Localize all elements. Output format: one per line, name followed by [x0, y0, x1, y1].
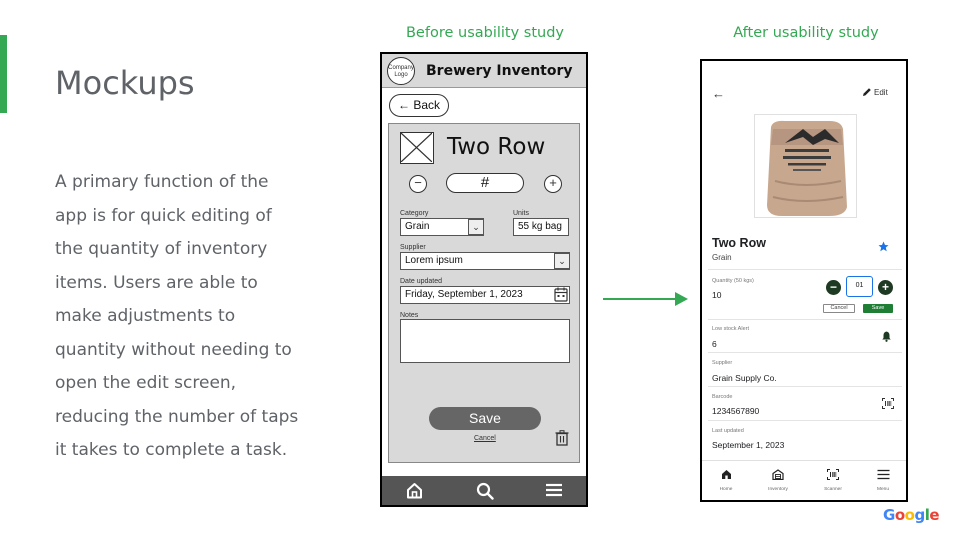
save-button[interactable]: Save	[429, 407, 541, 430]
decrement-button[interactable]: −	[409, 175, 427, 193]
low-stock-value: 6	[712, 339, 717, 349]
back-arrow-icon[interactable]: ←	[712, 86, 725, 101]
item-category: Grain	[712, 253, 732, 262]
quantity-value: 10	[712, 290, 722, 300]
company-logo: Company Logo	[387, 57, 415, 85]
quantity-input[interactable]: 01	[846, 276, 873, 297]
supplier-value: Grain Supply Co.	[712, 373, 777, 383]
wire-item-card: Two Row − # + Category Grain ⌄ Units 55 …	[388, 123, 580, 463]
notes-textarea[interactable]	[400, 319, 570, 363]
accent-bar	[0, 35, 7, 113]
supplier-value: Lorem ipsum	[405, 255, 463, 266]
wire-bottom-nav	[382, 476, 586, 505]
cancel-button[interactable]: Cancel	[823, 304, 855, 313]
category-label: Category	[400, 210, 429, 217]
home-icon[interactable]	[406, 482, 423, 499]
back-button[interactable]: ← Back	[389, 94, 450, 117]
chevron-down-icon[interactable]: ⌄	[554, 253, 570, 269]
nav-scanner-label: Scanner	[824, 487, 842, 492]
before-wireframe: Company Logo Brewery Inventory ← Back Tw…	[380, 52, 588, 507]
barcode-icon[interactable]	[882, 398, 894, 409]
save-button[interactable]: Save	[863, 304, 893, 313]
nav-inventory-label: Inventory	[768, 487, 788, 492]
calendar-icon[interactable]	[554, 287, 568, 302]
menu-icon	[877, 469, 889, 480]
nav-menu-label: Menu	[877, 487, 889, 492]
inventory-icon	[772, 469, 784, 481]
bell-icon[interactable]	[882, 331, 891, 342]
supplier-label: Supplier	[712, 360, 733, 366]
barcode-value: 1234567890	[712, 406, 760, 416]
notes-label: Notes	[400, 312, 419, 319]
menu-icon[interactable]	[545, 482, 563, 498]
quantity-label: Quantity (50 kgs)	[712, 278, 754, 284]
divider	[708, 319, 902, 320]
divider	[708, 352, 902, 353]
after-label: After usability study	[733, 25, 879, 41]
divider	[708, 386, 902, 387]
wire-item-title: Two Row	[447, 134, 546, 160]
decrement-button[interactable]: −	[826, 280, 841, 295]
bottom-nav: Home Inventory Scanner Menu	[702, 460, 906, 500]
divider	[708, 269, 902, 270]
before-label: Before usability study	[405, 25, 565, 41]
supplier-select[interactable]: Lorem ipsum	[400, 252, 570, 270]
low-stock-label: Low stock Alert	[712, 326, 749, 332]
google-logo: Google	[883, 506, 940, 524]
category-value: Grain	[405, 221, 430, 232]
nav-home[interactable]: Home	[706, 467, 746, 492]
units-label: Units	[513, 210, 529, 217]
last-updated-label: Last updated	[712, 428, 744, 434]
trash-icon[interactable]	[555, 430, 569, 446]
search-icon[interactable]	[476, 482, 494, 500]
nav-menu[interactable]: Menu	[863, 467, 903, 492]
chevron-down-icon[interactable]: ⌄	[468, 219, 484, 235]
wire-app-title: Brewery Inventory	[426, 63, 573, 79]
home-icon	[721, 470, 731, 479]
edit-label: Edit	[874, 88, 888, 97]
pencil-icon	[863, 88, 871, 96]
cancel-link[interactable]: Cancel	[474, 435, 496, 442]
slide-title: Mockups	[55, 64, 195, 102]
quantity-input[interactable]: #	[446, 173, 524, 193]
divider	[708, 420, 902, 421]
increment-button[interactable]: +	[544, 175, 562, 193]
increment-button[interactable]: +	[878, 280, 893, 295]
supplier-label: Supplier	[400, 244, 426, 251]
product-photo	[754, 114, 857, 218]
item-name: Two Row	[712, 236, 766, 250]
wire-header: Company Logo Brewery Inventory	[382, 54, 586, 88]
date-field[interactable]: Friday, September 1, 2023	[400, 286, 570, 304]
slide-body: A primary function of the app is for qui…	[55, 172, 299, 460]
star-icon[interactable]	[878, 241, 889, 252]
nav-home-label: Home	[719, 487, 733, 492]
nav-inventory[interactable]: Inventory	[758, 467, 798, 492]
after-mockup: ← Edit Two Row Grain Quantity (50 kgs) 1…	[700, 59, 908, 502]
edit-button[interactable]: Edit	[862, 87, 888, 97]
date-label: Date updated	[400, 278, 443, 285]
barcode-icon	[827, 469, 839, 480]
barcode-label: Barcode	[712, 394, 733, 400]
units-field[interactable]: 55 kg bag	[513, 218, 569, 236]
nav-scanner[interactable]: Scanner	[813, 467, 853, 492]
last-updated-value: September 1, 2023	[712, 440, 785, 450]
arrow-right-icon	[603, 292, 688, 306]
image-placeholder-icon	[400, 132, 434, 164]
